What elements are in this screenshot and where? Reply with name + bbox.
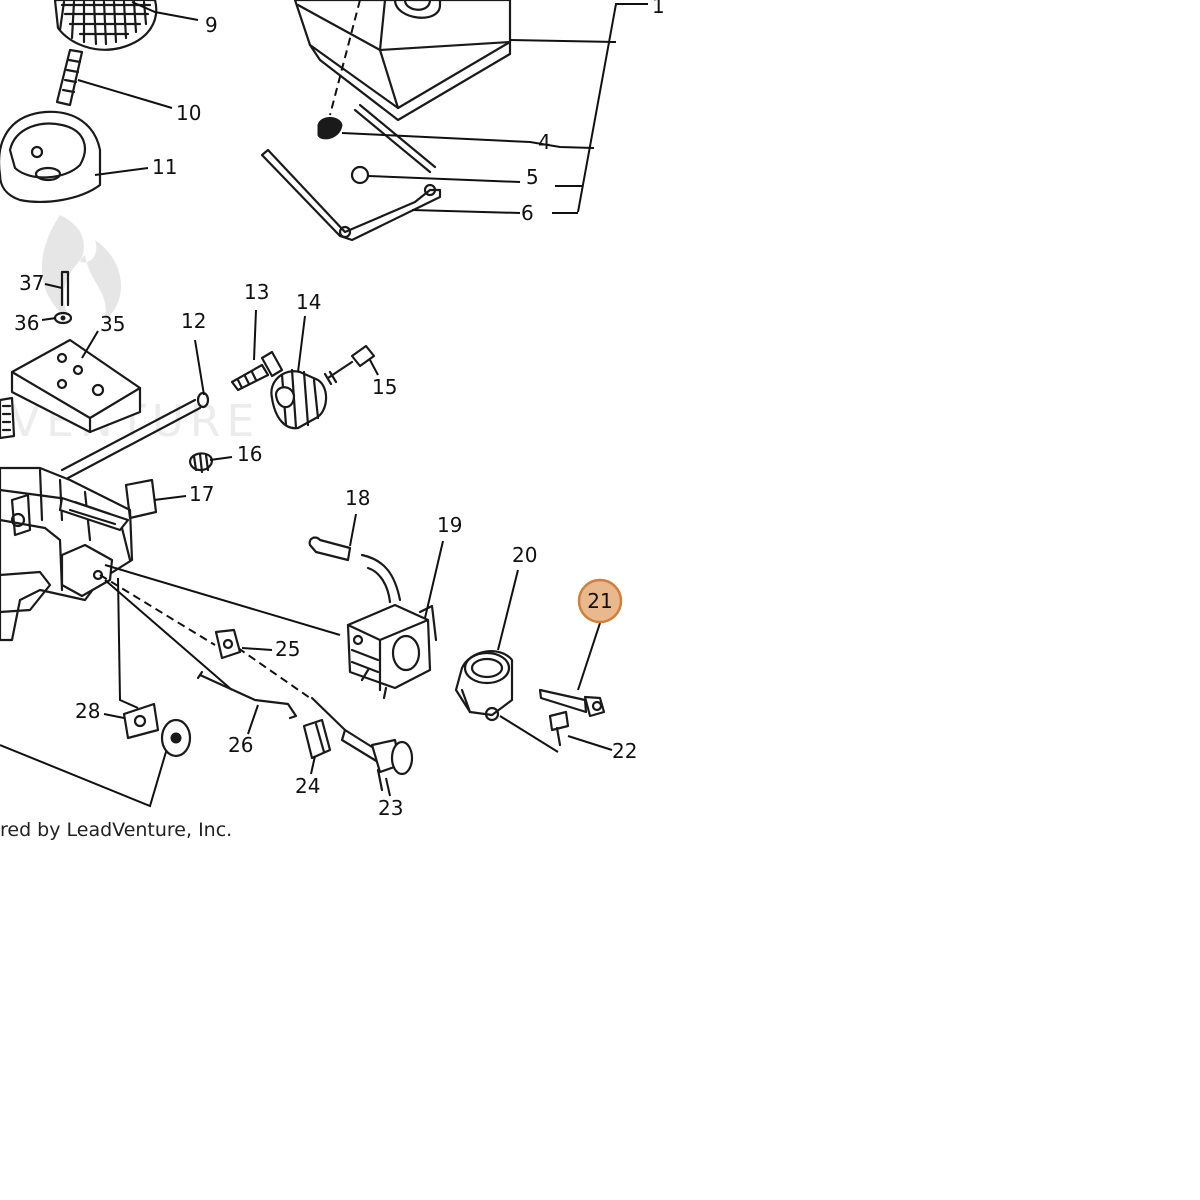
rod-26: [196, 670, 298, 720]
label-part-28[interactable]: 28: [75, 699, 100, 723]
label-part-5[interactable]: 5: [526, 165, 539, 189]
highlight-part-21[interactable]: 21: [577, 578, 623, 624]
gasket-17: [124, 478, 158, 520]
label-part-13[interactable]: 13: [244, 280, 269, 304]
screw-15: [323, 344, 376, 386]
label-part-9[interactable]: 9: [205, 13, 218, 37]
label-part-18[interactable]: 18: [345, 486, 370, 510]
part-labels: 1 4 5 6 9 10 11 12 13 14 15 16 17 18 19 …: [14, 0, 665, 820]
label-part-12[interactable]: 12: [181, 309, 206, 333]
screw-22: [548, 710, 570, 747]
label-part-16[interactable]: 16: [237, 442, 262, 466]
label-part-23[interactable]: 23: [378, 796, 403, 820]
label-part-35[interactable]: 35: [100, 312, 125, 336]
label-part-25[interactable]: 25: [275, 637, 300, 661]
crankcase: [0, 396, 134, 642]
label-part-26[interactable]: 26: [228, 733, 253, 757]
stud-bolt: [55, 48, 84, 107]
label-part-17[interactable]: 17: [189, 482, 214, 506]
filter-base: [0, 110, 102, 203]
label-part-15[interactable]: 15: [372, 375, 397, 399]
seal-strip: [353, 103, 437, 174]
highlight-circle: [577, 578, 623, 624]
shaft-rod: [60, 398, 202, 480]
label-part-19[interactable]: 19: [437, 513, 462, 537]
label-part-24[interactable]: 24: [295, 774, 320, 798]
label-part-4[interactable]: 4: [538, 130, 551, 154]
grommet: [317, 117, 343, 140]
cover-gasket: [260, 148, 442, 242]
crankcase-leaders: [0, 564, 341, 808]
label-part-1[interactable]: 1: [652, 0, 665, 18]
knob-23: [310, 696, 414, 792]
sprocket-14: [270, 368, 328, 430]
label-part-11[interactable]: 11: [152, 155, 177, 179]
label-part-14[interactable]: 14: [296, 290, 321, 314]
carburetor-19: [346, 603, 438, 700]
nut-16: [188, 452, 214, 474]
clip-24: [302, 718, 332, 760]
flywheel-part: [160, 718, 192, 758]
label-part-37[interactable]: 37: [19, 271, 44, 295]
intake-manifold-20: [454, 650, 514, 722]
copyright-text: red by LeadVenture, Inc.: [0, 819, 233, 841]
label-part-22[interactable]: 22: [612, 739, 637, 763]
washer-36: [53, 311, 73, 325]
top-cover: [293, 0, 512, 122]
bracket-25: [214, 628, 242, 660]
air-filter: [53, 0, 158, 51]
label-part-20[interactable]: 20: [512, 543, 537, 567]
o-ring: [350, 165, 370, 185]
bolt-37: [60, 270, 70, 307]
plate-28: [122, 702, 160, 740]
screw-13: [230, 350, 284, 392]
bolt-21: [538, 688, 606, 718]
label-part-10[interactable]: 10: [176, 101, 201, 125]
label-part-36[interactable]: 36: [14, 311, 39, 335]
block-35: [10, 338, 142, 434]
label-part-21[interactable]: 21: [587, 589, 612, 613]
label-part-6[interactable]: 6: [521, 201, 534, 225]
fuel-line-18: [308, 536, 402, 604]
leader-lines: [41, 1, 648, 797]
